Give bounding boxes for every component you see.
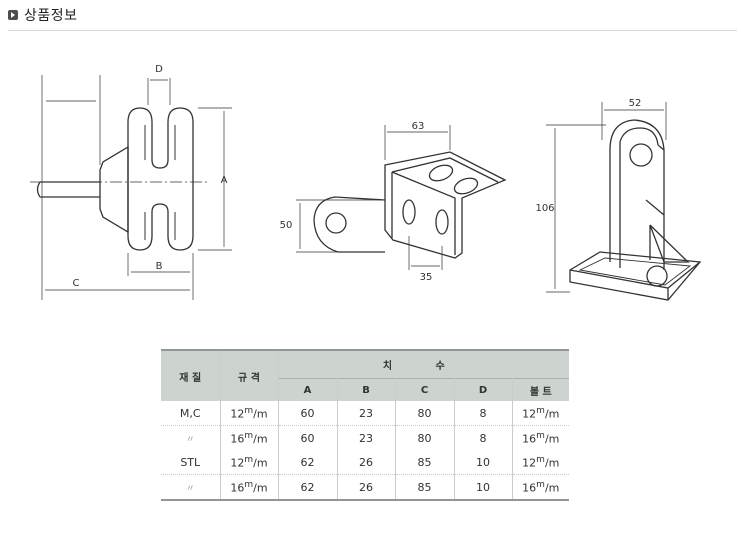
dim-label-52: 52 (629, 98, 642, 109)
cell-bolt: 12m/m (512, 401, 570, 426)
section-title: 상품정보 (24, 8, 78, 24)
cell-bolt: 16m/m (522, 430, 560, 446)
cell-c: 80 (395, 401, 455, 426)
cell-d: 8 (454, 401, 513, 426)
cell-c: 85 (395, 450, 455, 475)
table-row: M,C 12m/m 60 23 80 8 12m/m (161, 401, 570, 426)
col-header-material: 재 질 (161, 350, 221, 401)
section-header: 상품정보 (8, 4, 78, 26)
cell-bolt: 16m/m (522, 479, 560, 495)
dim-label-106: 106 (535, 203, 554, 214)
dim-label-50: 50 (280, 220, 293, 231)
cell-spec: 12m/m (220, 401, 279, 426)
dim-label-d: D (155, 64, 163, 75)
dim-label-63: 63 (412, 121, 425, 132)
cell-material: STL (161, 450, 221, 475)
cell-a: 62 (278, 450, 338, 475)
bracket-drawing: 63 50 35 (280, 121, 507, 283)
col-header-bolt: 볼 트 (512, 378, 570, 401)
col-header-d: D (454, 378, 513, 401)
cell-a: 60 (278, 401, 338, 426)
cell-spec: 16m/m (220, 425, 279, 450)
dim-label-c: C (73, 278, 80, 289)
cell-d: 10 (454, 450, 513, 475)
table-row: 〃 16m/m 60 23 80 8 16m/m (161, 425, 569, 450)
col-header-c: C (395, 378, 455, 401)
cell-b: 26 (337, 474, 396, 500)
stand-drawing: 52 106 (535, 98, 702, 301)
cell-c: 80 (395, 425, 455, 450)
dim-label-35: 35 (420, 272, 433, 283)
pulley-drawing: D A B C (30, 64, 232, 300)
table-row: 〃 16m/m 62 26 85 10 16m/m (161, 474, 569, 500)
cell-d: 8 (454, 425, 513, 450)
header-divider (8, 30, 737, 31)
cell-a: 62 (278, 474, 338, 500)
dim-label-a: A (221, 175, 228, 186)
cell-a: 60 (278, 425, 338, 450)
cell-spec: 12m/m (220, 450, 279, 475)
cell-c: 85 (395, 474, 455, 500)
cell-d: 10 (454, 474, 513, 500)
col-header-b: B (337, 378, 396, 401)
cell-b: 23 (337, 401, 396, 426)
cell-bolt: 12m/m (512, 450, 570, 475)
col-header-a: A (278, 378, 338, 401)
cell-b: 26 (337, 450, 396, 475)
spec-table: 재 질 규 격 치 수 A B C D 볼 트 M,C 12m/m 60 23 … (161, 349, 570, 501)
play-arrow-icon (8, 10, 18, 20)
cell-b: 23 (337, 425, 396, 450)
cell-material: 〃 (161, 425, 221, 450)
cell-material: M,C (161, 401, 221, 426)
col-header-spec: 규 격 (220, 350, 279, 401)
dim-label-b: B (156, 261, 163, 272)
technical-drawings: D A B C 63 50 35 (30, 64, 702, 301)
col-header-dimensions: 치 수 (278, 350, 570, 379)
table-row: STL 12m/m 62 26 85 10 12m/m (161, 450, 570, 475)
cell-spec: 16m/m (220, 474, 279, 500)
cell-material: 〃 (161, 474, 221, 500)
